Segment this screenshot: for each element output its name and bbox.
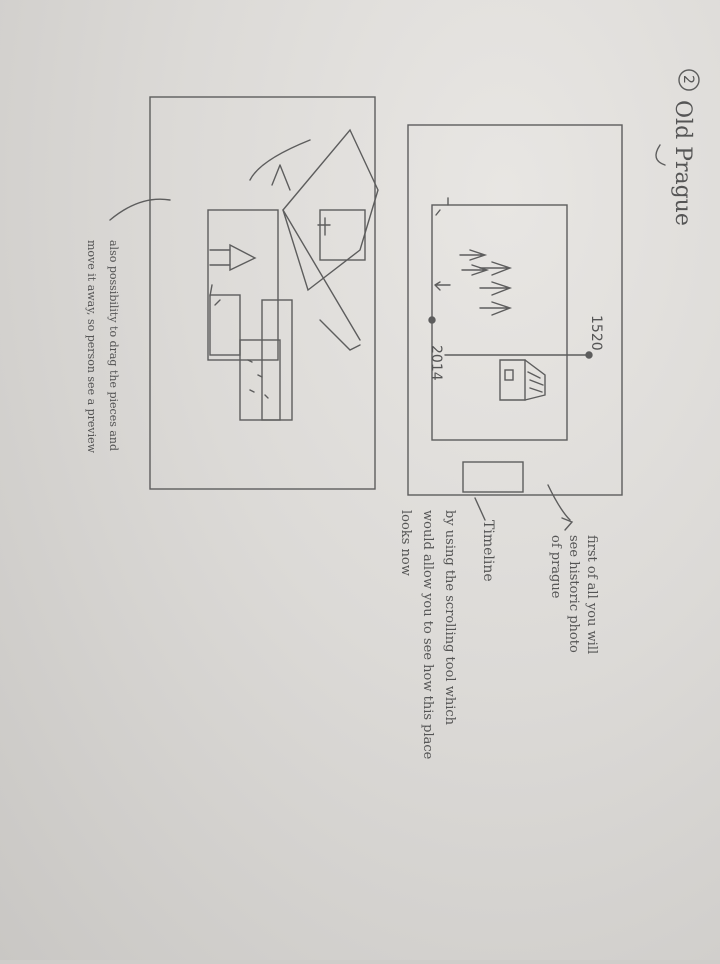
tree-icons: [459, 249, 513, 316]
left-arrow-icon: [434, 281, 451, 291]
timeline-end-year: 2014: [428, 345, 444, 381]
heading-number-circle: [678, 69, 700, 91]
note1-line2: see historic photo: [566, 535, 581, 653]
screen-frame-historic: [407, 124, 623, 496]
timeline-handle-start[interactable]: [585, 351, 593, 359]
screen-frame-modern: [149, 96, 376, 490]
heading-number: 2: [680, 75, 696, 84]
note1-line1: first of all you will: [584, 535, 599, 654]
timeline-label: Timeline: [480, 520, 496, 582]
historic-photo-box: [431, 204, 568, 441]
scrolling-tool[interactable]: [462, 461, 524, 493]
dragged-piece[interactable]: [271, 128, 379, 351]
note-scrolling-tool: by using the scrolling tool which would …: [398, 510, 457, 760]
note2-line3: looks now: [398, 510, 413, 576]
timeline-start-year: 1520: [588, 315, 604, 351]
note3-line2: move it away, so person see a preview: [85, 240, 98, 454]
house-icon: [499, 359, 546, 401]
note2-line1: by using the scrolling tool which: [442, 510, 457, 726]
modern-city-icons: [207, 209, 293, 421]
note3-line1: also possibility to drag the pieces and: [107, 240, 120, 451]
drag-arrow: [249, 139, 311, 181]
note2-line2: would allow you to see how this place: [420, 510, 435, 760]
note-historic-photo: first of all you will see historic photo…: [548, 535, 599, 654]
note-drag-pieces: also possibility to drag the pieces and …: [85, 240, 120, 454]
page-heading: Old Prague: [670, 100, 695, 226]
timeline-handle-end[interactable]: [428, 316, 436, 324]
note1-line3: of prague: [548, 535, 563, 599]
